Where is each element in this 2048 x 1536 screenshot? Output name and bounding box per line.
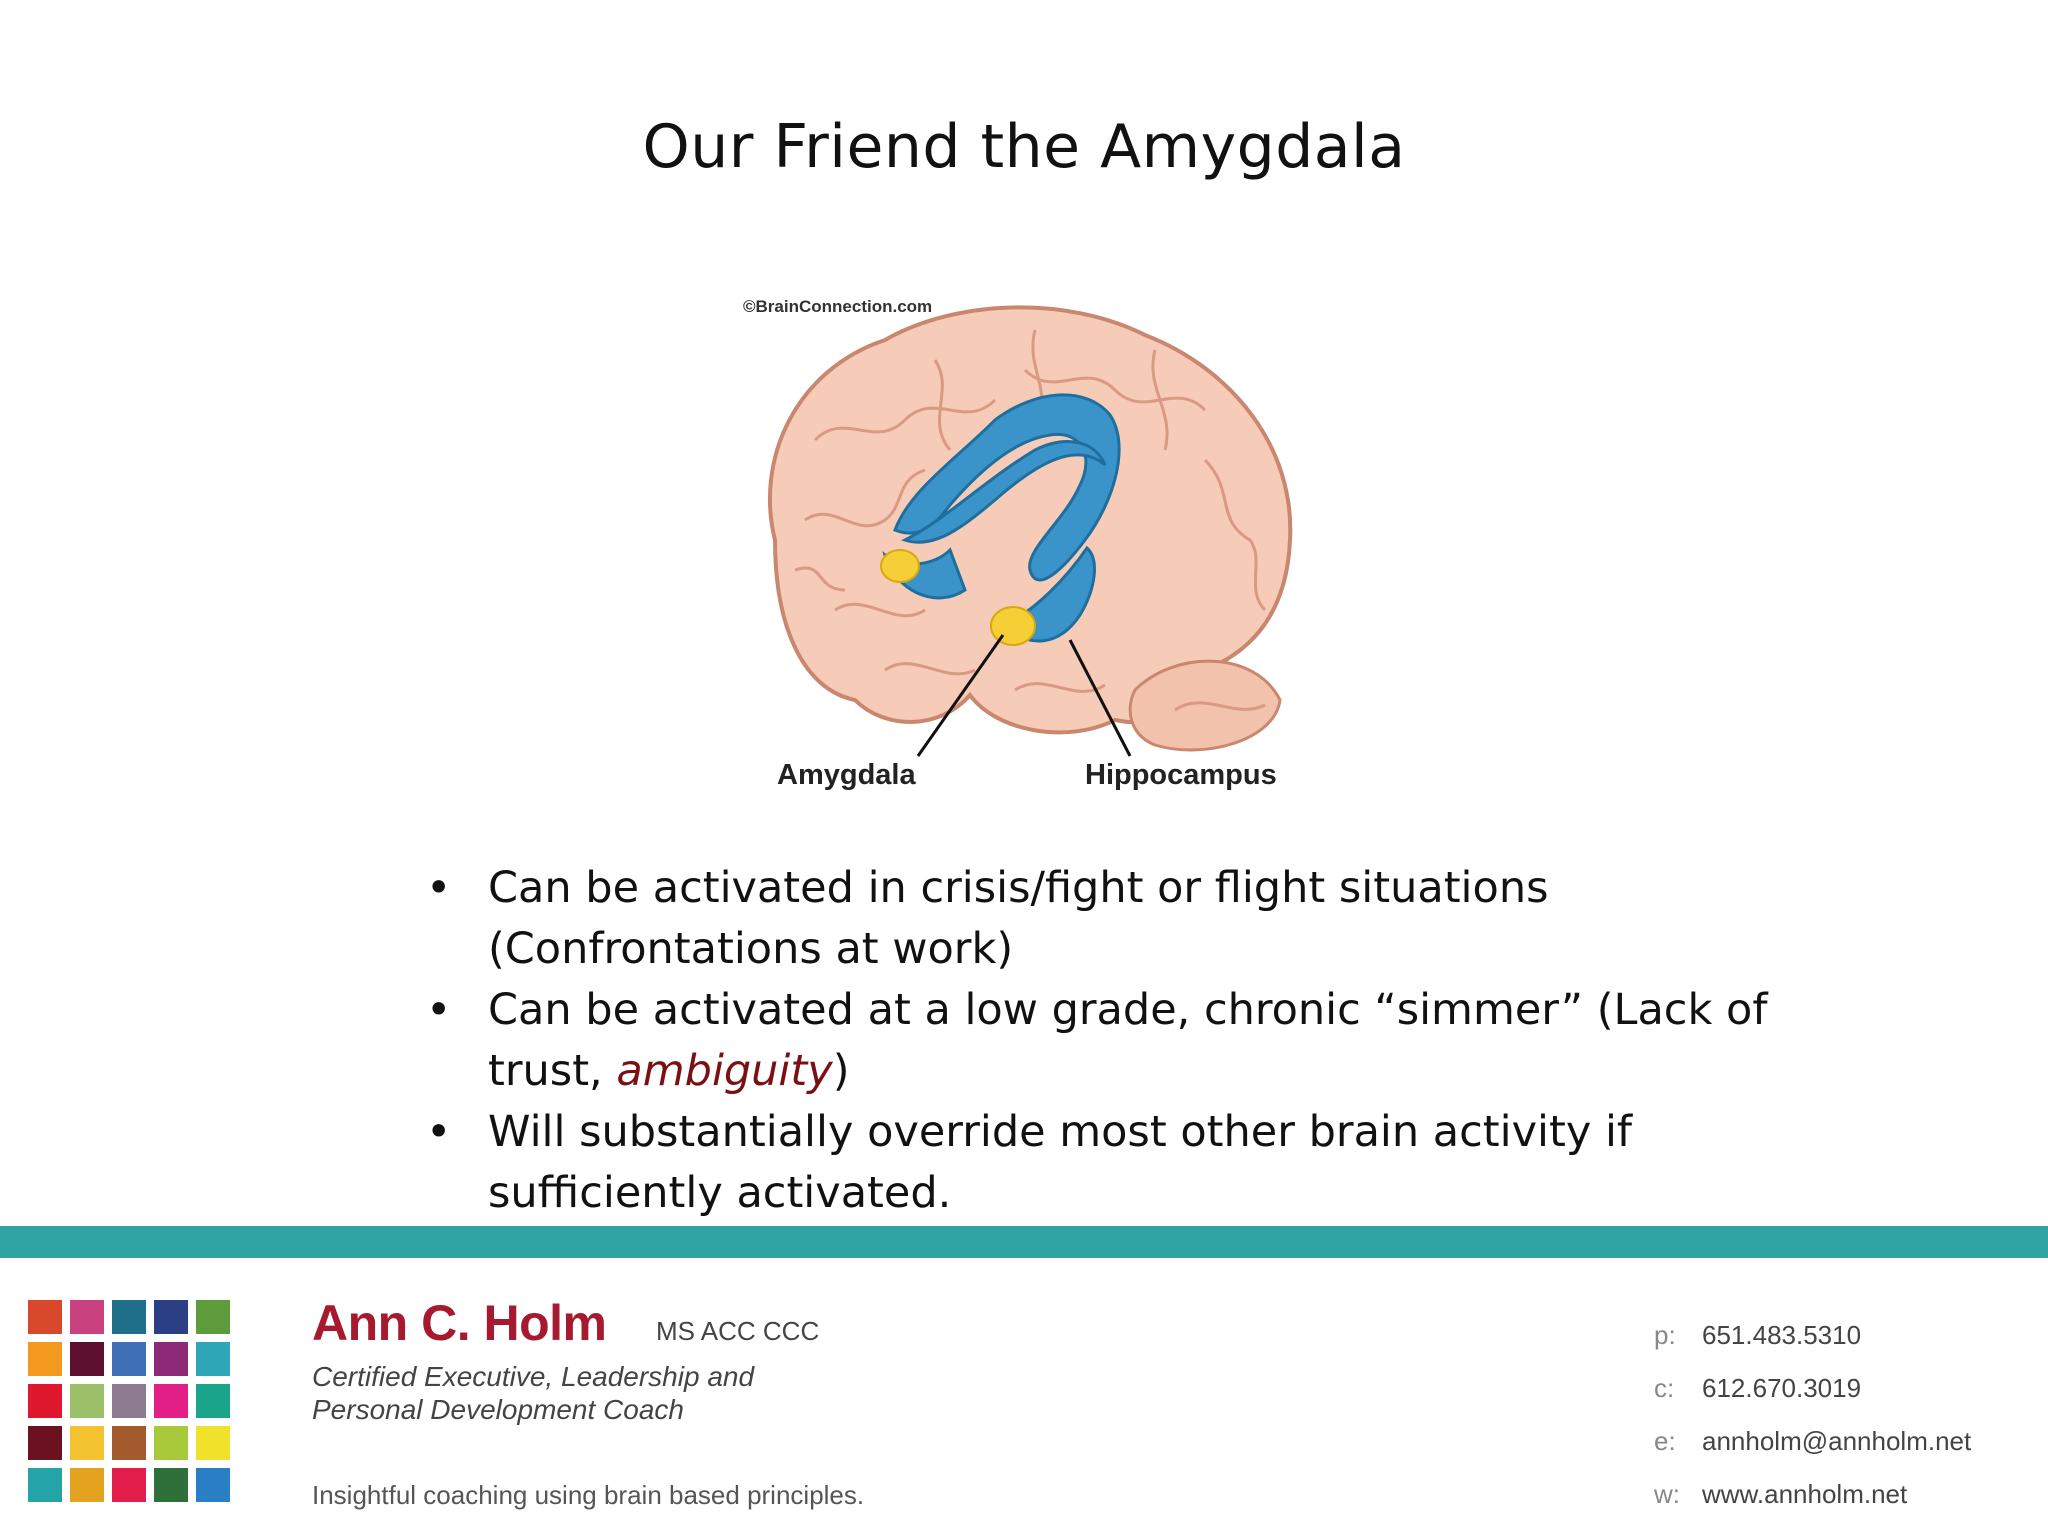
bullet-item: Will substantially override most other b… — [420, 1102, 1880, 1224]
contact-key: p: — [1654, 1320, 1676, 1350]
logo-color-square — [196, 1384, 230, 1418]
contact-list: p: 651.483.5310 c: 612.670.3019 e: annholm@… — [1654, 1320, 1971, 1532]
logo-color-square — [70, 1342, 104, 1376]
slide-title: Our Friend the Amygdala — [642, 112, 1406, 182]
bullet-item: Can be activated at a low grade, chronic… — [420, 980, 1880, 1102]
logo-color-square — [154, 1300, 188, 1334]
logo-color-grid — [28, 1300, 230, 1502]
bullet-emphasis: ambiguity — [616, 1046, 833, 1096]
bullet-list: Can be activated in crisis/fight or flig… — [420, 858, 1880, 1224]
contact-value: annholm@annholm.net — [1702, 1426, 1972, 1456]
logo-color-square — [28, 1468, 62, 1502]
copyright-label: ©BrainConnection.com — [743, 297, 932, 316]
logo-color-square — [196, 1300, 230, 1334]
contact-value: www.annholm.net — [1702, 1479, 1908, 1509]
logo-color-square — [28, 1342, 62, 1376]
bullet-text-after: ) — [832, 1046, 850, 1096]
logo-color-square — [70, 1426, 104, 1460]
amygdala-label: Amygdala — [777, 759, 916, 791]
logo-color-square — [112, 1426, 146, 1460]
logo-color-square — [112, 1342, 146, 1376]
bullet-item: Can be activated in crisis/fight or flig… — [420, 858, 1880, 980]
logo-color-square — [70, 1300, 104, 1334]
hippocampus — [893, 393, 1121, 582]
brand-role-line: Certified Executive, Leadership and — [312, 1361, 755, 1392]
contact-web: w: www.annholm.net — [1654, 1479, 1971, 1532]
hippocampus-pointer — [1068, 639, 1132, 757]
logo-color-square — [112, 1468, 146, 1502]
bullet-text: Can be activated at a low grade, chronic… — [488, 985, 1768, 1096]
logo-color-square — [70, 1468, 104, 1502]
contact-key: w: — [1654, 1479, 1680, 1509]
logo-color-square — [112, 1384, 146, 1418]
contact-key: e: — [1654, 1426, 1676, 1456]
brand-tagline: Insightful coaching using brain based pr… — [312, 1480, 865, 1510]
contact-email: e: annholm@annholm.net — [1654, 1426, 1971, 1479]
logo-color-square — [154, 1342, 188, 1376]
logo-color-square — [196, 1468, 230, 1502]
logo-color-square — [112, 1300, 146, 1334]
footer: Ann C. Holm MS ACC CCC Certified Executi… — [0, 1258, 2048, 1536]
amygdala-node-lower — [990, 606, 1036, 646]
brain-outline — [767, 305, 1293, 735]
amygdala-node-front — [880, 549, 920, 583]
logo-color-square — [28, 1426, 62, 1460]
amygdala-pointer — [916, 634, 1005, 757]
contact-value: 612.670.3019 — [1702, 1373, 1862, 1403]
logo-color-square — [28, 1300, 62, 1334]
brain-illustration: ©BrainConnection.com Amygdala Hippocampu… — [743, 297, 1293, 791]
cerebellum — [1128, 659, 1282, 752]
footer-divider-band — [0, 1226, 2048, 1258]
brand-name: Ann C. Holm — [312, 1295, 607, 1351]
brand-credentials: MS ACC CCC — [656, 1316, 820, 1346]
logo-color-square — [28, 1384, 62, 1418]
contact-key: c: — [1654, 1373, 1675, 1403]
brain-diagram: ©BrainConnection.com Amygdala Hippocampu… — [735, 290, 1315, 805]
fornix — [901, 440, 1107, 544]
logo-color-square — [154, 1468, 188, 1502]
logo-color-square — [154, 1426, 188, 1460]
bullet-text: Can be activated in crisis/fight or flig… — [488, 863, 1549, 974]
logo-color-square — [196, 1426, 230, 1460]
contact-cell: c: 612.670.3019 — [1654, 1373, 1971, 1426]
contact-phone: p: 651.483.5310 — [1654, 1320, 1971, 1373]
brand-role-line: Personal Development Coach — [312, 1394, 684, 1425]
logo-color-square — [70, 1384, 104, 1418]
logo-color-square — [154, 1384, 188, 1418]
contact-value: 651.483.5310 — [1702, 1320, 1862, 1350]
brand-role: Certified Executive, Leadership and Pers… — [312, 1360, 872, 1426]
hippocampus-label: Hippocampus — [1085, 759, 1277, 791]
bullet-text: Will substantially override most other b… — [488, 1107, 1633, 1218]
logo-color-square — [196, 1342, 230, 1376]
